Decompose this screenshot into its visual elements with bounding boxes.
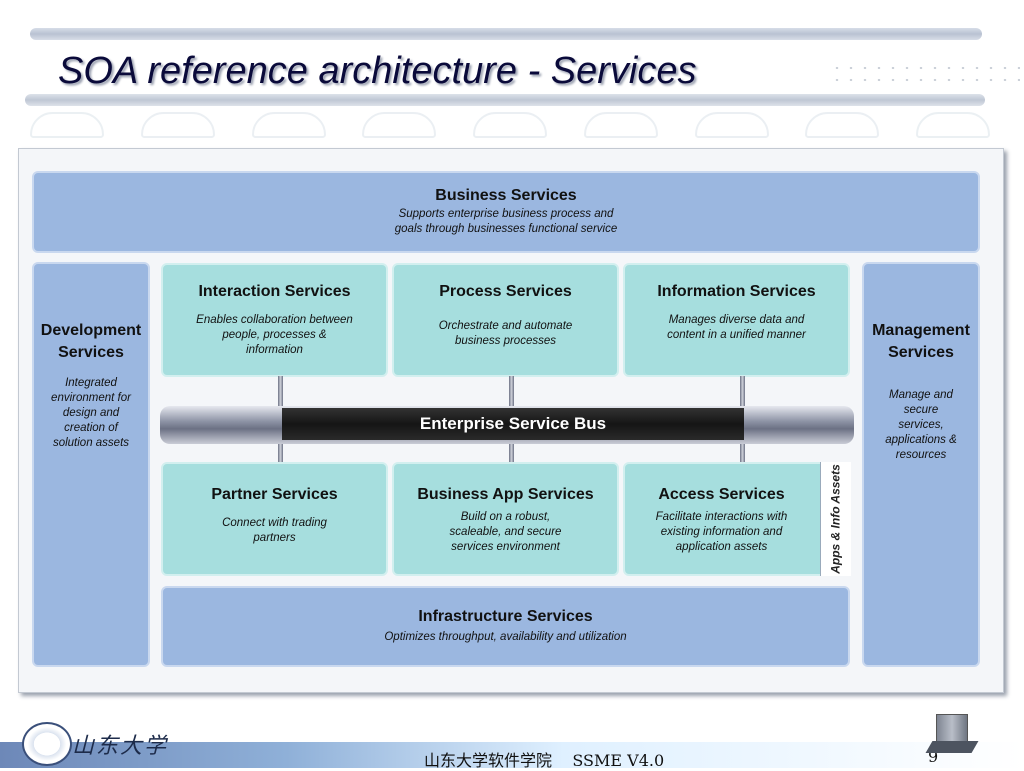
process-services-desc: Orchestrate and automate business proces… [438,320,573,347]
development-services-title: Development Services [40,322,142,361]
development-services-desc: Integrated environment for design and cr… [51,377,131,449]
dot-pattern [830,62,1020,90]
access-services-desc: Facilitate interactions with existing in… [655,511,788,553]
apps-info-assets-tab: Apps & Info Assets [820,462,851,576]
business-app-services-desc: Build on a robust, scaleable, and secure… [449,511,562,553]
business-services-desc: Supports enterprise business process and… [394,208,618,235]
partner-services-box: Partner Services Connect with trading pa… [161,462,388,576]
footer-bar [0,742,1024,768]
interaction-services-box: Interaction Services Enables collaborati… [161,263,388,377]
development-services-box: Development Services Integrated environm… [32,262,150,667]
top-decorative-bar [30,28,982,40]
infrastructure-services-title: Infrastructure Services [418,608,593,625]
management-services-box: Management Services Manage and secure se… [862,262,980,667]
process-services-title: Process Services [439,283,572,300]
university-logo-text: 山东大学 [72,734,169,759]
footer-text: 山东大学软件学院 SSME V4.0 [424,751,665,770]
access-services-box: Access Services Facilitate interactions … [623,462,850,576]
access-services-title: Access Services [658,486,785,503]
business-app-services-box: Business App Services Build on a robust,… [392,462,619,576]
slide-title: SOA reference architecture - Services [58,50,697,92]
title-underline-bar [25,94,985,106]
business-services-title: Business Services [435,187,577,204]
university-logo [22,722,72,766]
business-services-box: Business Services Supports enterprise bu… [32,171,980,253]
enterprise-service-bus: Enterprise Service Bus [282,408,744,440]
bus-connector [509,376,514,408]
partner-services-title: Partner Services [211,486,338,503]
business-app-services-title: Business App Services [417,486,594,503]
interaction-services-desc: Enables collaboration between people, pr… [196,314,353,356]
infrastructure-services-box: Infrastructure Services Optimizes throug… [161,586,850,667]
management-services-desc: Manage and secure services, applications… [885,389,957,461]
watermark-pattern [30,112,990,142]
interaction-services-title: Interaction Services [198,283,351,300]
decorative-cube [936,714,968,752]
bus-connector [509,442,514,464]
management-services-title: Management Services [872,322,970,361]
page-number: 9 [928,747,939,766]
bus-connector [740,442,745,464]
bus-connector [278,442,283,464]
process-services-box: Process Services Orchestrate and automat… [392,263,619,377]
infrastructure-services-desc: Optimizes throughput, availability and u… [384,631,627,643]
apps-info-assets-label: Apps & Info Assets [828,464,843,574]
bus-connector [278,376,283,408]
bus-connector [740,376,745,408]
partner-services-desc: Connect with trading partners [222,517,327,544]
information-services-title: Information Services [657,283,816,300]
information-services-desc: Manages diverse data and content in a un… [667,314,806,341]
information-services-box: Information Services Manages diverse dat… [623,263,850,377]
